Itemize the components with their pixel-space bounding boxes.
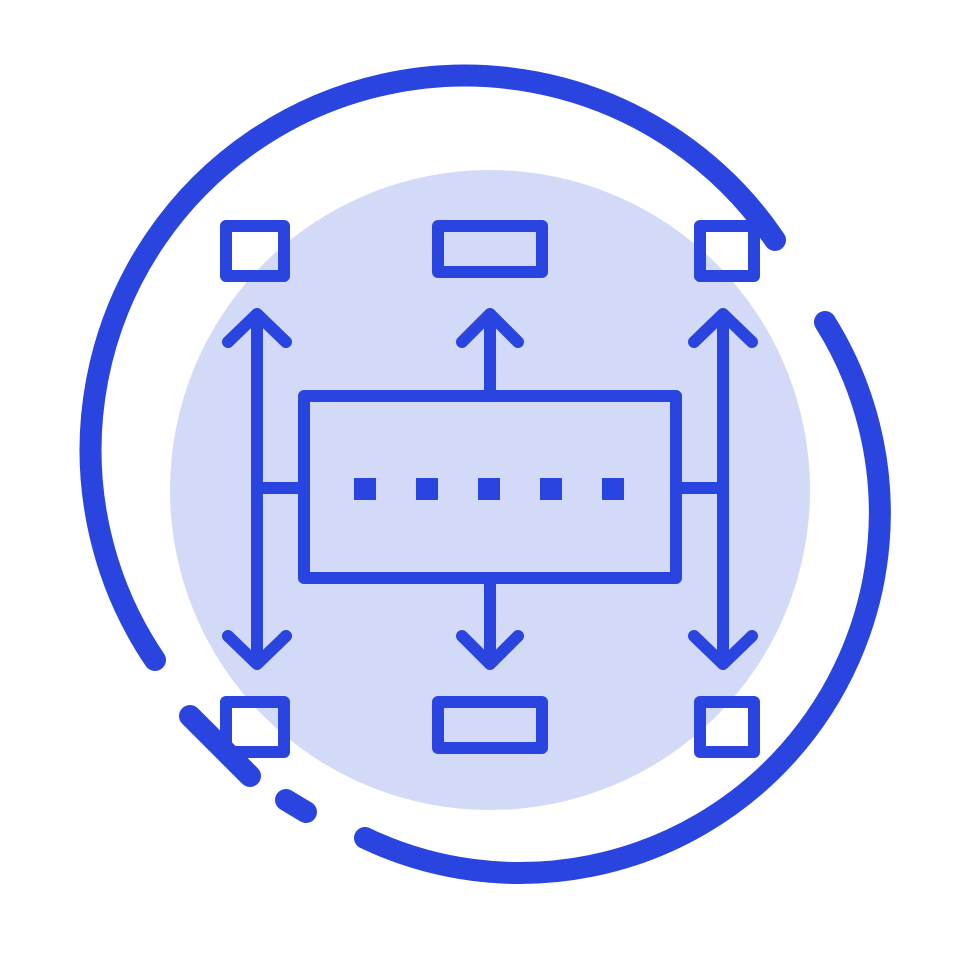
dot	[478, 478, 500, 500]
node-top-left	[220, 220, 290, 282]
ring-arc-right	[354, 311, 891, 884]
node-bottom-left	[220, 696, 290, 758]
dot	[602, 478, 624, 500]
node-top-center	[432, 220, 548, 278]
ring-dash	[275, 789, 317, 823]
dot	[354, 478, 376, 500]
node-bottom-center	[432, 696, 548, 754]
dot	[416, 478, 438, 500]
bottom-arrow	[456, 572, 524, 670]
ring-arc-main	[79, 64, 786, 671]
process-dots	[354, 478, 624, 500]
node-top-right	[694, 220, 760, 282]
node-bottom-right	[694, 696, 760, 758]
top-arrow	[456, 308, 524, 402]
dot	[540, 478, 562, 500]
flow-diagram	[220, 220, 760, 758]
